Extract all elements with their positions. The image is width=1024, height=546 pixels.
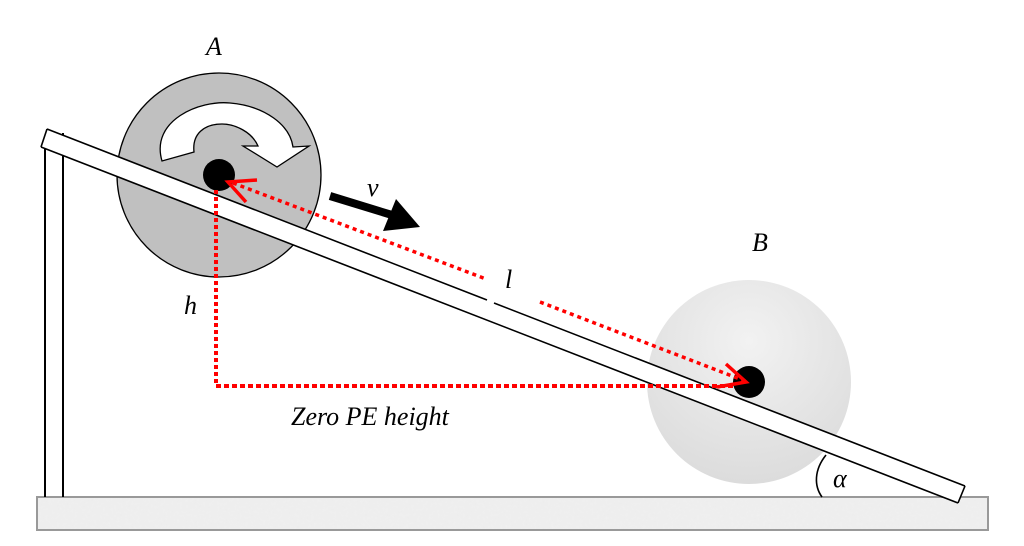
label-height: h [184,291,197,320]
angle-arc [815,454,827,498]
support-post [44,133,64,497]
label-zero-pe: Zero PE height [291,402,450,431]
velocity-arrow-icon [328,192,420,231]
arrowhead-b-icon [716,362,750,389]
label-velocity: v [367,173,379,202]
rotation-arrow-icon [159,102,312,168]
distance-dotted-arrow [224,178,750,389]
label-angle: α [833,464,848,493]
axle-b [733,366,765,398]
incline-plank [40,128,966,504]
label-a: A [204,32,222,61]
label-b: B [752,228,768,257]
arrowhead-a-icon [224,178,258,204]
label-distance: l [505,265,512,294]
ground-base [36,496,989,531]
